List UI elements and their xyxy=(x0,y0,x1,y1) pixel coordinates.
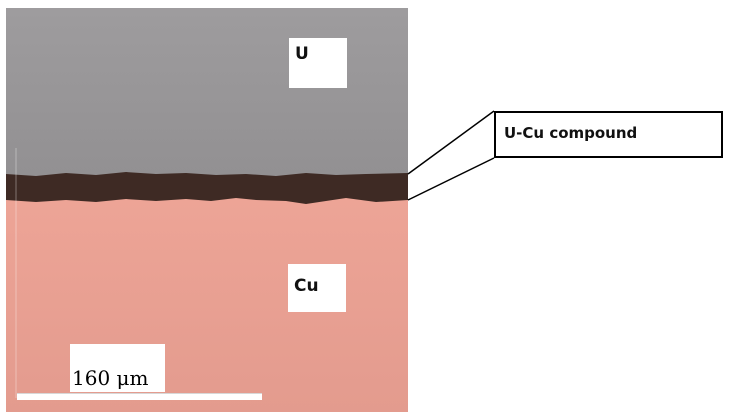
scale-bar xyxy=(17,393,262,400)
cu-label-text: Cu xyxy=(294,276,319,296)
u-label-text: U xyxy=(295,44,309,64)
compound-label: U-Cu compound xyxy=(504,124,638,142)
leader-line-bottom xyxy=(407,157,495,201)
scale-label: 160 μm xyxy=(72,366,149,390)
cu-label: Cu xyxy=(288,264,346,312)
u-label: U xyxy=(289,38,347,88)
compound-layer xyxy=(6,172,408,204)
compound-callout: U-Cu compound xyxy=(494,111,723,158)
leader-line-top xyxy=(407,110,495,175)
u-layer xyxy=(6,8,408,178)
scale-label-box: 160 μm xyxy=(70,344,165,392)
